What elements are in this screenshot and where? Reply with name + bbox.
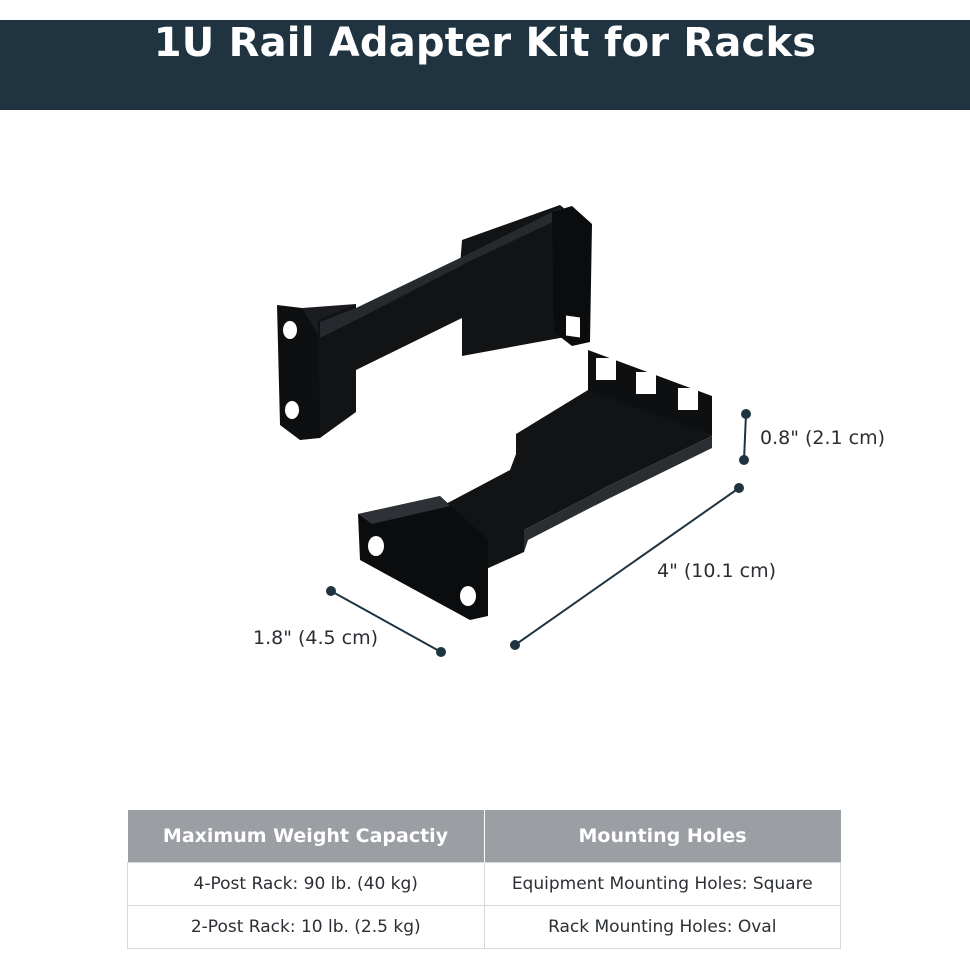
lower-bracket [358, 350, 712, 620]
upper-bracket [277, 205, 592, 440]
title-banner: 1U Rail Adapter Kit for Racks [0, 20, 970, 110]
dimension-length-label: 4" (10.1 cm) [657, 560, 776, 582]
specs-header-row: Maximum Weight Capactiy Mounting Holes [127, 810, 841, 863]
table-row: 4-Post Rack: 90 lb. (40 kg) Equipment Mo… [127, 862, 841, 906]
specs-table: Maximum Weight Capactiy Mounting Holes 4… [127, 810, 841, 949]
dimension-width-label: 1.8" (4.5 cm) [253, 627, 379, 649]
table-cell: 4-Post Rack: 90 lb. (40 kg) [127, 862, 485, 906]
column-header-holes: Mounting Holes [484, 810, 841, 863]
table-row: 2-Post Rack: 10 lb. (2.5 kg) Rack Mounti… [127, 905, 841, 949]
table-cell: 2-Post Rack: 10 lb. (2.5 kg) [127, 905, 485, 949]
dimension-width-line [326, 586, 446, 657]
product-illustration: 0.8" (2.1 cm) 4" (10.1 cm) 1.8" (4.5 cm) [0, 110, 970, 790]
table-cell: Equipment Mounting Holes: Square [483, 862, 841, 906]
column-header-weight: Maximum Weight Capactiy [127, 810, 485, 863]
dimension-length-line [510, 483, 744, 650]
dimension-height-line [739, 409, 751, 465]
rail-brackets-image [277, 205, 751, 657]
dimension-height-label: 0.8" (2.1 cm) [760, 427, 886, 449]
table-cell: Rack Mounting Holes: Oval [483, 905, 841, 949]
page-title: 1U Rail Adapter Kit for Racks [153, 20, 817, 66]
